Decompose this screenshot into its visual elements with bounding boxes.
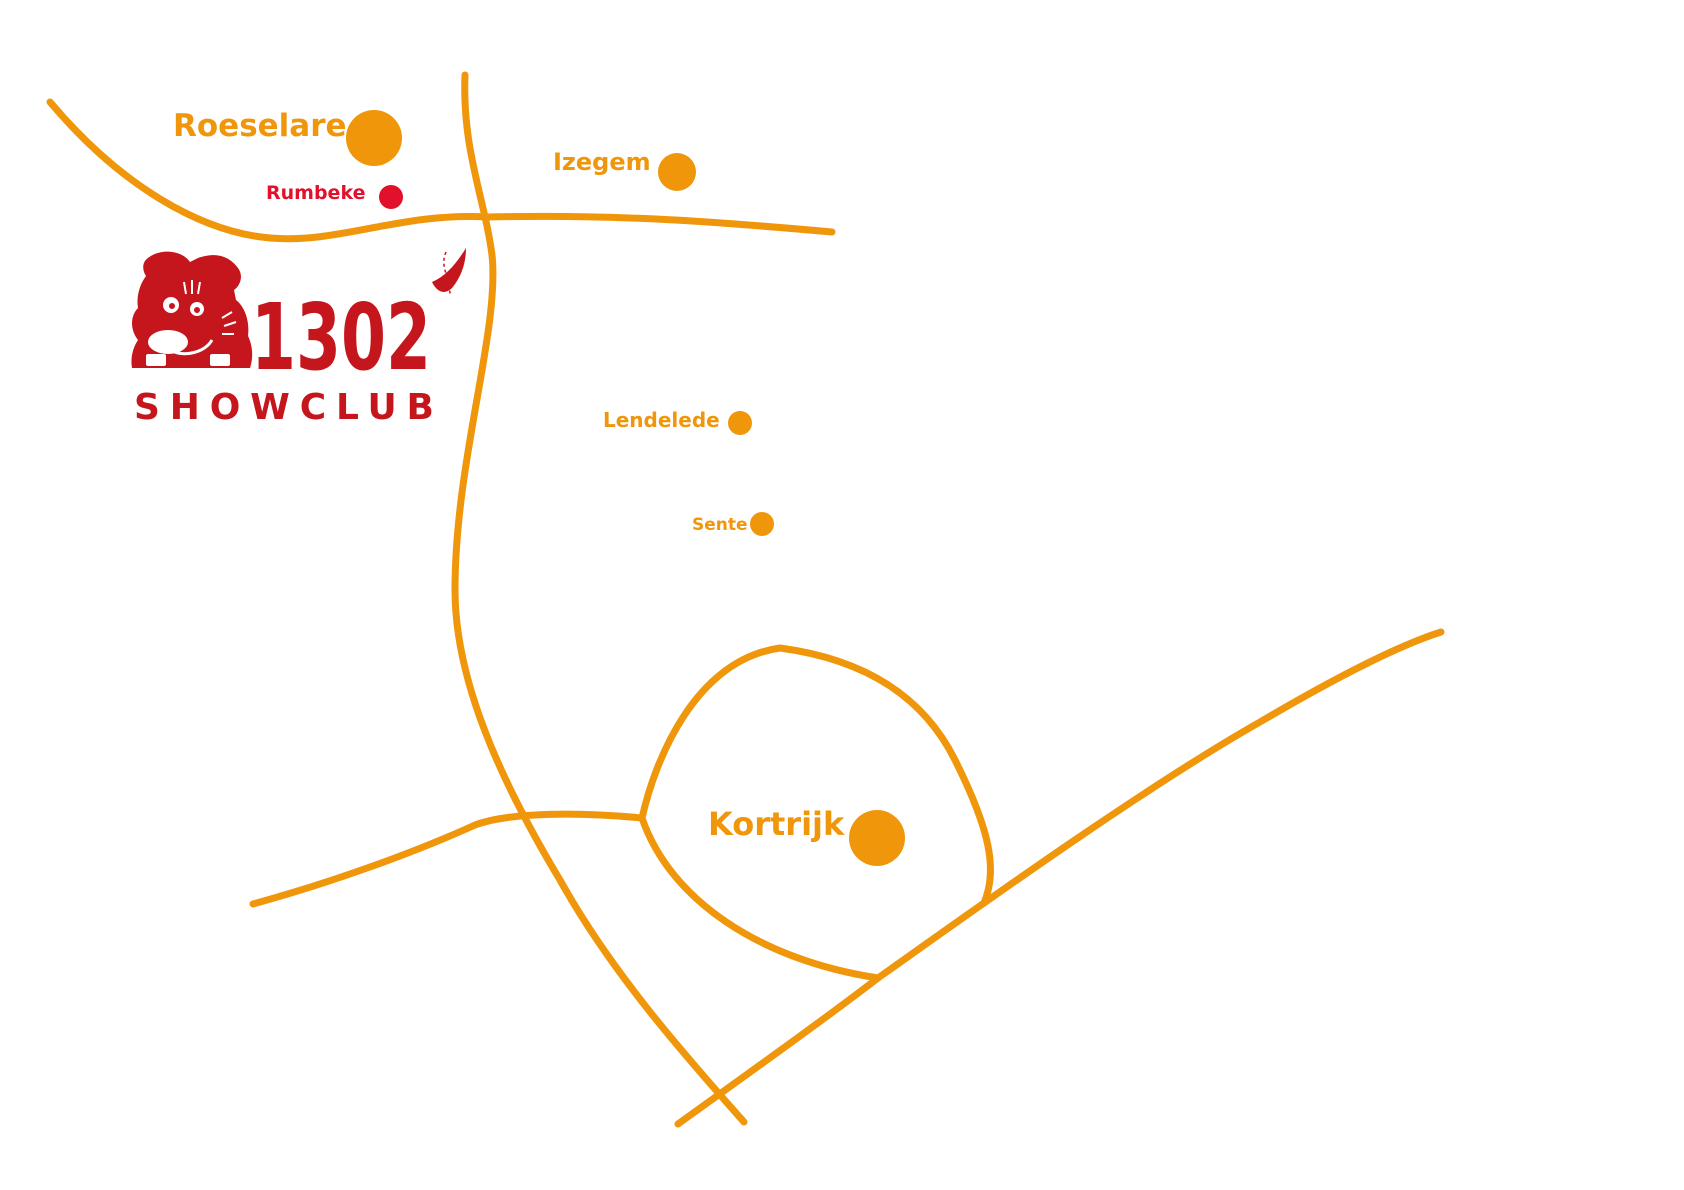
city-sente[interactable]: Sente xyxy=(692,512,774,536)
road-network xyxy=(46,71,1445,1128)
city-izegem[interactable]: Izegem xyxy=(553,148,696,191)
city-label-sente: Sente xyxy=(692,515,748,535)
city-label-lendelede: Lendelede xyxy=(603,408,720,432)
highway-e17 xyxy=(674,628,1445,1128)
city-label-kortrijk: Kortrijk xyxy=(708,805,845,843)
splash-icon xyxy=(432,248,466,292)
city-markers: Roeselare Rumbeke Izegem Lendelede Sente… xyxy=(173,108,905,866)
city-roeselare[interactable]: Roeselare xyxy=(173,108,402,166)
logo-number: 1302 xyxy=(251,284,431,391)
ring-road-south xyxy=(638,814,882,982)
city-kortrijk[interactable]: Kortrijk xyxy=(708,805,905,866)
logo-word: SHOWCLUB xyxy=(134,387,434,428)
dog-mascot-icon xyxy=(131,251,253,368)
city-rumbeke[interactable]: Rumbeke xyxy=(266,182,403,209)
road-west-arc xyxy=(46,98,492,243)
city-label-izegem: Izegem xyxy=(553,148,651,176)
road-west xyxy=(249,810,646,908)
road-north-south xyxy=(451,71,748,1126)
road-roeselare-izegem xyxy=(484,212,836,236)
city-label-rumbeke: Rumbeke xyxy=(266,182,365,204)
city-lendelede[interactable]: Lendelede xyxy=(603,408,752,435)
ring-road-kortrijk xyxy=(638,644,995,907)
showclub-logo[interactable]: 1302 SHOWCLUB xyxy=(131,248,466,428)
city-label-roeselare: Roeselare xyxy=(173,108,347,144)
